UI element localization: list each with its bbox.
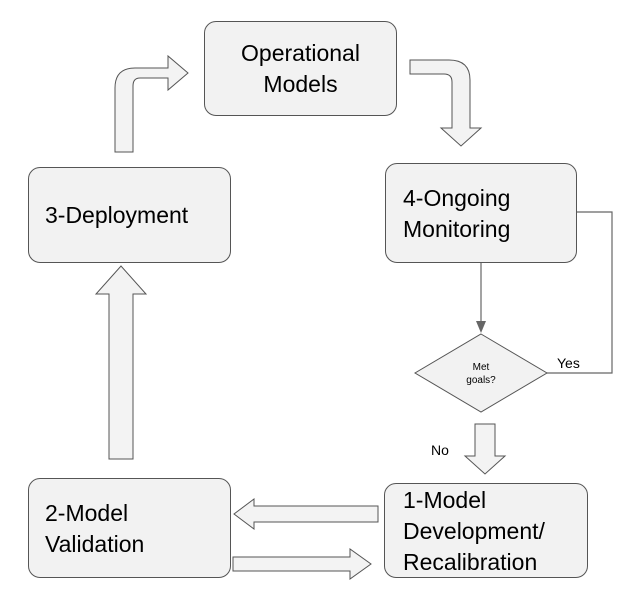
- node-deployment: [28, 167, 231, 263]
- node-ongoing-monitoring-label: 4-Ongoing Monitoring: [403, 183, 510, 245]
- yes-loop-line: [547, 211, 613, 374]
- monitoring-line1: 4-Ongoing: [403, 185, 511, 211]
- decision-line2: goals?: [466, 375, 496, 386]
- validation-line2: Validation: [45, 531, 145, 557]
- monitoring-line2: Monitoring: [403, 216, 511, 242]
- node-operational-models: [204, 21, 397, 116]
- node-ongoing-monitoring: [385, 163, 577, 263]
- arrow-development-to-validation: [233, 498, 379, 530]
- node-model-development-label: 1-Model Development/ Recalibration: [403, 485, 545, 578]
- decision-diamond: [414, 333, 548, 413]
- validation-line1: 2-Model: [45, 500, 129, 526]
- node-deployment-label: 3-Deployment: [45, 202, 189, 228]
- decision-label: Met goals?: [451, 361, 511, 387]
- decision-line1: Met: [472, 362, 490, 373]
- development-line2: Development/: [403, 518, 545, 544]
- arrow-decision-to-development: [463, 423, 507, 475]
- development-line3: Recalibration: [403, 549, 538, 575]
- development-line1: 1-Model: [403, 487, 487, 513]
- node-model-validation: [28, 478, 231, 578]
- arrow-validation-to-deployment: [94, 265, 148, 460]
- edge-label-yes: Yes: [557, 355, 580, 371]
- arrow-deployment-to-operational: [114, 54, 189, 153]
- operational-line1: Operational: [241, 40, 360, 66]
- edge-label-no: No: [431, 442, 449, 458]
- node-model-development: [384, 483, 588, 578]
- arrow-operational-to-monitoring: [409, 59, 483, 147]
- node-model-validation-label: 2-Model Validation: [45, 498, 144, 560]
- operational-line2: Models: [263, 71, 338, 97]
- arrow-monitoring-to-decision-head: [476, 321, 486, 333]
- node-operational-models-label: Operational Models: [204, 38, 397, 100]
- arrow-validation-to-development: [232, 548, 372, 580]
